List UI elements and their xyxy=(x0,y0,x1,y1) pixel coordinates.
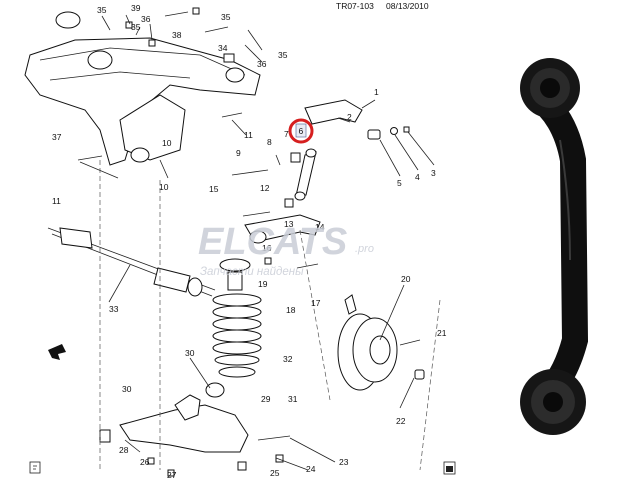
callout-label: 37 xyxy=(52,132,62,142)
callout-label: 38 xyxy=(172,30,182,40)
callout-label: 4 xyxy=(415,172,420,182)
callout-label: 32 xyxy=(283,354,293,364)
callout-label: 35 xyxy=(97,5,107,15)
callout-label: 25 xyxy=(270,468,280,478)
wheel-hub xyxy=(337,294,425,391)
callout-label: 16 xyxy=(262,243,272,253)
callout-label: 24 xyxy=(306,464,316,474)
callout-label: 39 xyxy=(131,3,141,13)
diagram-id: TR07-103 xyxy=(336,1,374,11)
direction-arrow-icon xyxy=(48,344,66,360)
rear-control-link-photo xyxy=(520,58,589,435)
callout-label: 15 xyxy=(209,184,219,194)
callout-label: 33 xyxy=(109,304,119,314)
leader-guides xyxy=(99,160,441,471)
callout-label: 35 xyxy=(221,12,231,22)
rear-subframe xyxy=(24,11,261,166)
subframe-bolts xyxy=(77,7,243,161)
callout-label: 31 xyxy=(288,394,298,404)
callout-label: 27 xyxy=(167,470,177,480)
watermark: ELCATS .pro Запчасти найдены xyxy=(198,221,374,278)
callout-label: 8 xyxy=(267,137,272,147)
highlight-number: 6 xyxy=(299,126,304,136)
coil-spring xyxy=(212,258,262,378)
page-ref-icon xyxy=(443,461,456,475)
watermark-tagline: Запчасти найдены xyxy=(200,266,304,278)
callout-label: 11 xyxy=(52,196,61,206)
callout-label: 10 xyxy=(159,182,169,192)
lower-control-arm xyxy=(99,382,291,477)
callout-label: 22 xyxy=(396,416,406,426)
diagram-date: 08/13/2010 xyxy=(386,1,429,11)
callout-label: 26 xyxy=(140,457,150,467)
callout-label: 17 xyxy=(311,298,321,308)
callout-label: 23 xyxy=(339,457,349,467)
callout-label: 21 xyxy=(437,328,447,338)
callout-label: 30 xyxy=(185,348,195,358)
callout-label: 3 xyxy=(431,168,436,178)
callout-label: 9 xyxy=(236,148,241,158)
callout-label: 36 xyxy=(257,59,267,69)
callout-label: 19 xyxy=(258,279,268,289)
callout-label: 36 xyxy=(141,14,151,24)
callout-label: 35 xyxy=(278,50,288,60)
highlighted-part-callout: 6 xyxy=(288,118,314,144)
callout-label: 10 xyxy=(162,138,172,148)
watermark-suffix: .pro xyxy=(355,243,374,255)
fig-ref-icon xyxy=(29,461,41,474)
callout-label: 28 xyxy=(119,445,129,455)
callout-label: 30 xyxy=(122,384,132,394)
callout-label: 29 xyxy=(261,394,271,404)
callout-label: 18 xyxy=(286,305,296,315)
callout-label: 11 xyxy=(244,130,253,140)
callout-label: 2 xyxy=(347,112,352,122)
callout-label: 13 xyxy=(284,219,294,229)
callout-label: 7 xyxy=(284,129,289,139)
callout-label: 14 xyxy=(315,222,325,232)
callout-label: 12 xyxy=(260,183,270,193)
callout-label: 35 xyxy=(131,22,141,32)
callout-label: 5 xyxy=(397,178,402,188)
callout-leaders xyxy=(79,14,435,471)
callout-labels: 35 39 36 35 38 35 34 36 35 37 1 2 7 3 4 … xyxy=(52,3,447,480)
watermark-brand: ELCATS xyxy=(198,221,347,263)
callout-label: 1 xyxy=(374,87,379,97)
callout-label: 20 xyxy=(401,274,411,284)
callout-label: 34 xyxy=(218,43,228,53)
rear-control-links xyxy=(231,99,410,269)
drive-shaft xyxy=(47,227,216,297)
highlight-ring xyxy=(288,118,314,144)
